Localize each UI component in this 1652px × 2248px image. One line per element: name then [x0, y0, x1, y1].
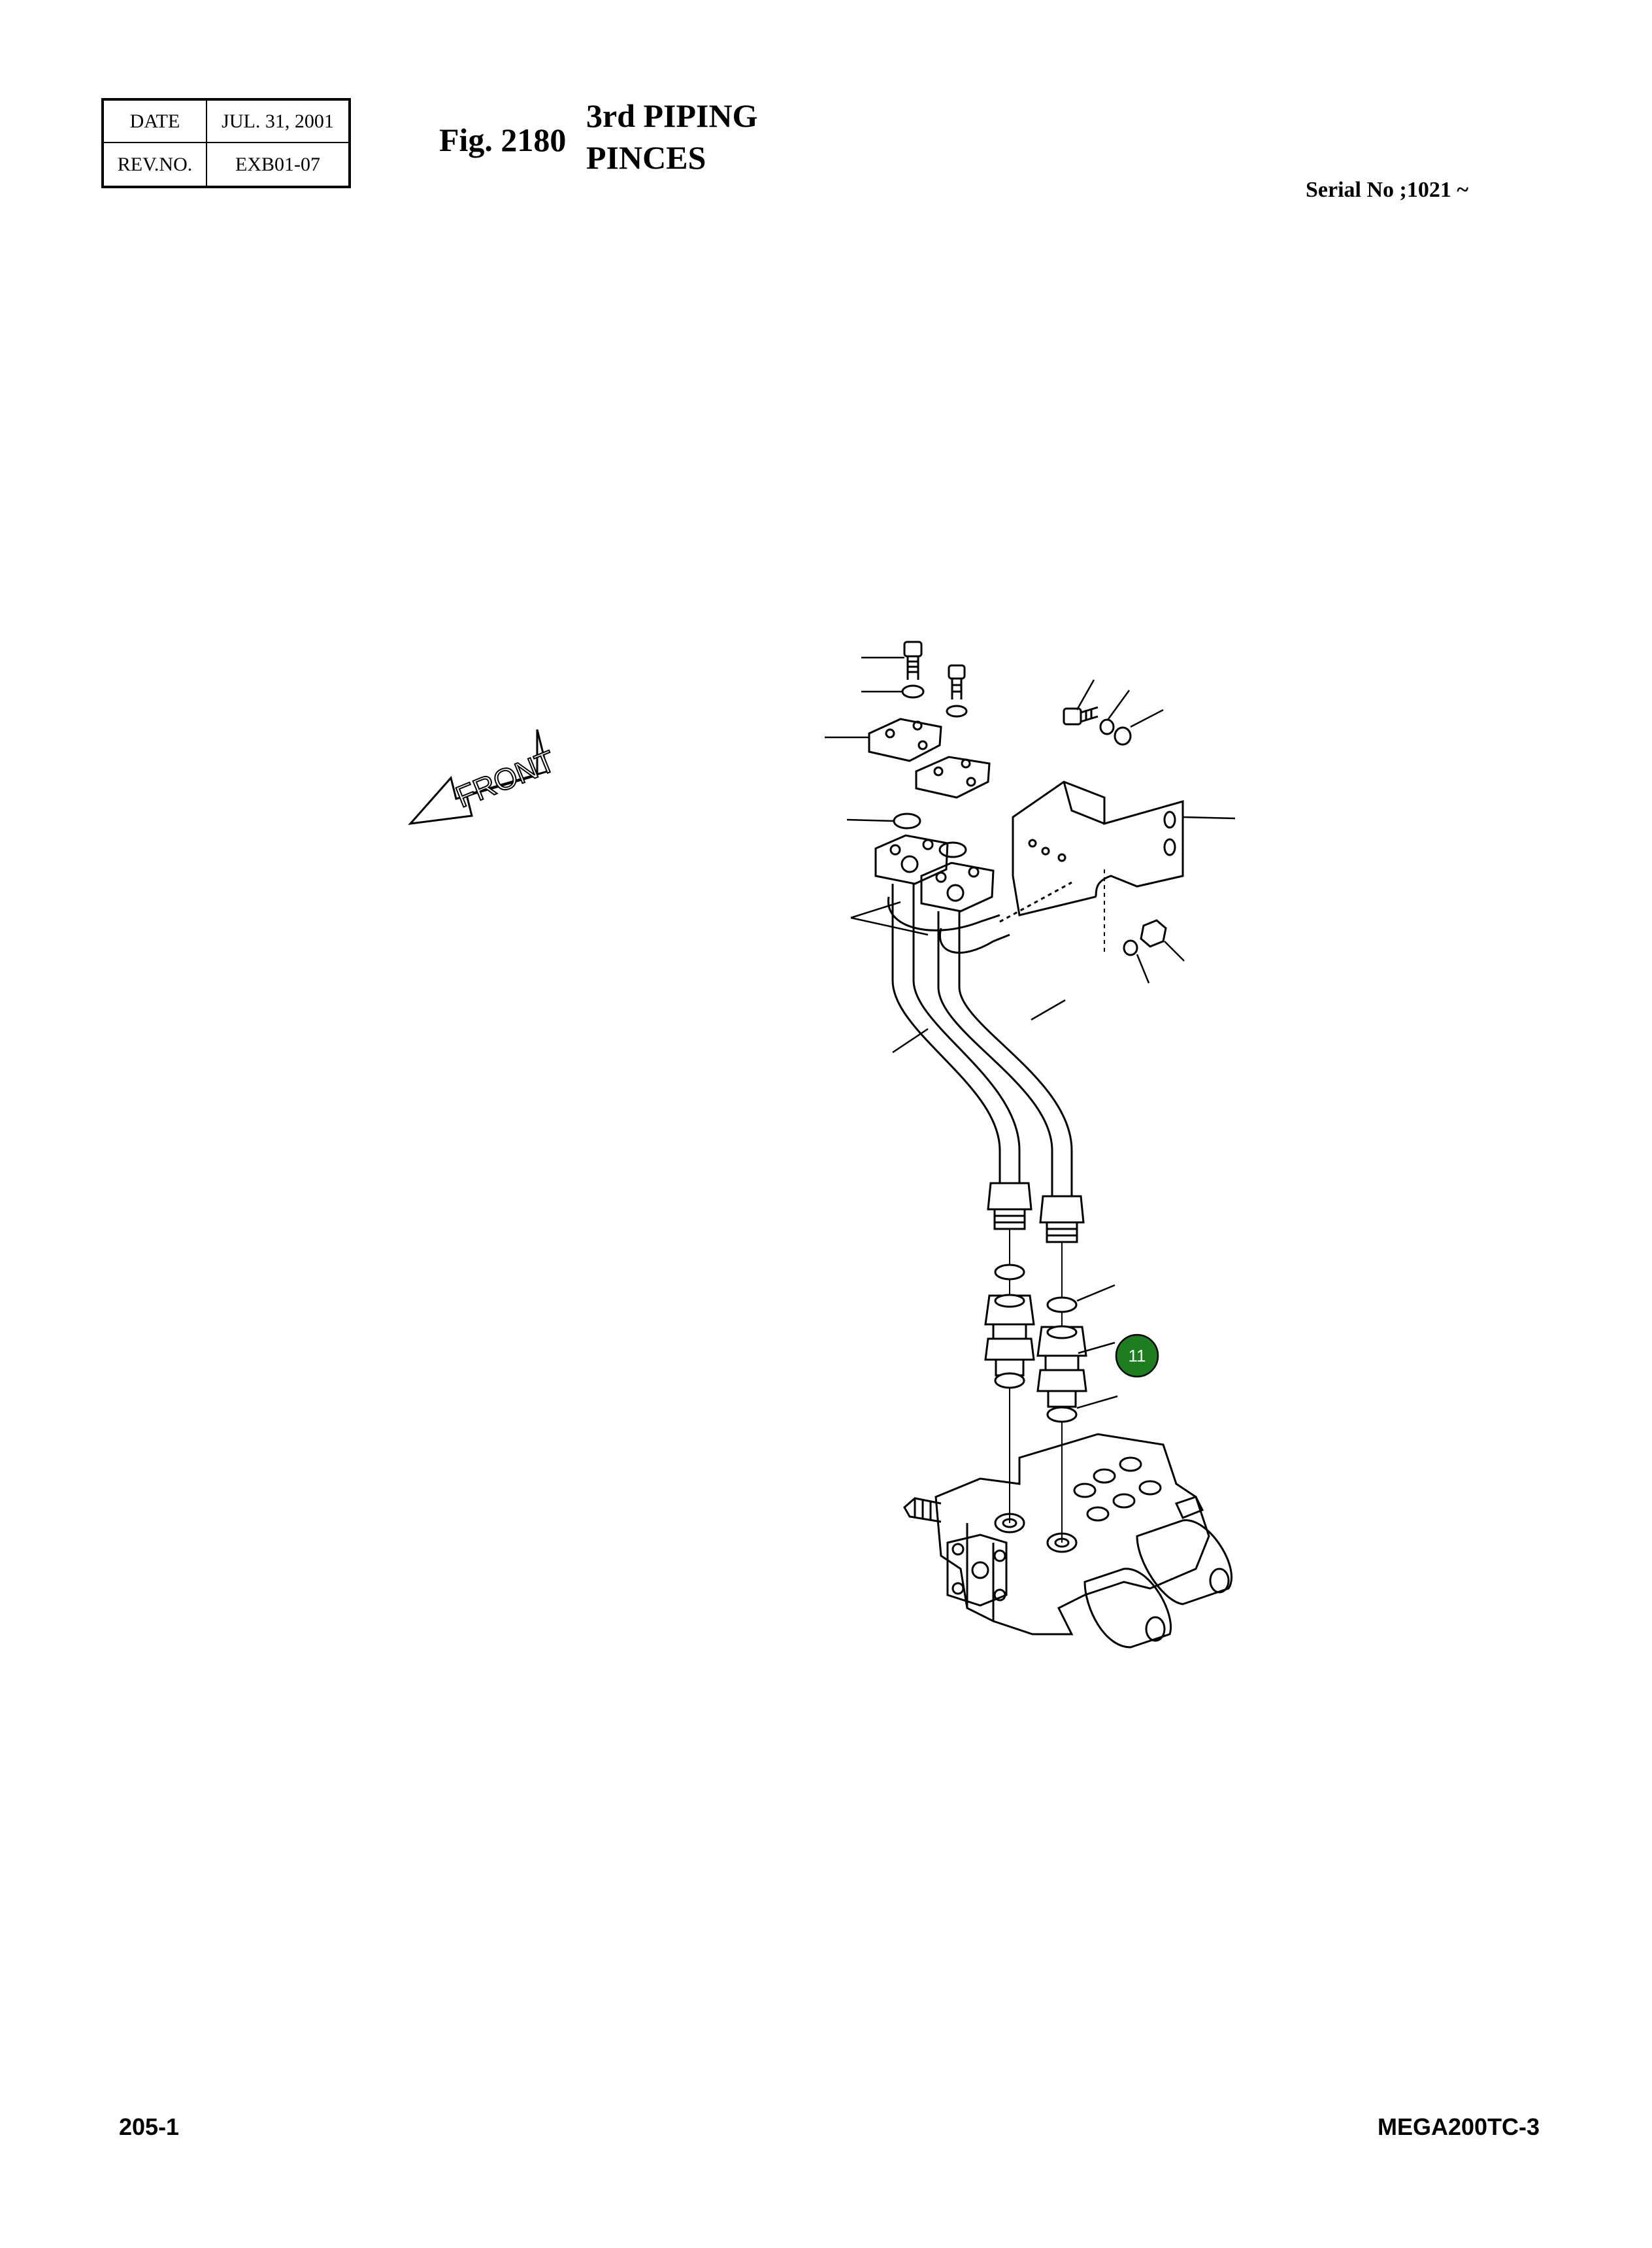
- bracket-bolt: [1063, 706, 1132, 746]
- o-ring-upper-right: [938, 841, 967, 858]
- adapter-left: [984, 1294, 1035, 1377]
- callout-11-label: 11: [1129, 1346, 1146, 1366]
- figure-title: 3rd PIPING PINCES: [586, 95, 758, 178]
- pipe-nut-left: [987, 1182, 1032, 1230]
- o-ring-lower-left: [994, 1372, 1025, 1389]
- leader-lines: [825, 656, 1236, 1409]
- bolt-right: [946, 664, 968, 718]
- date-label: DATE: [104, 101, 207, 143]
- pipe-right: [937, 911, 1073, 1196]
- bolt-left: [901, 641, 925, 699]
- control-valve: [903, 1433, 1233, 1649]
- figure-number: Fig. 2180: [439, 122, 567, 158]
- pipe-left: [891, 884, 1021, 1183]
- callout-11[interactable]: 11: [1115, 1334, 1159, 1378]
- flange-base-right: [920, 862, 995, 913]
- o-ring-mid-left: [994, 1264, 1025, 1281]
- u-bolt-threads: [980, 914, 1010, 943]
- adapter-right: [1036, 1325, 1087, 1408]
- o-ring-lower-right: [1046, 1406, 1078, 1423]
- u-bolt-centerline: [999, 881, 1072, 923]
- page-number: 205-1: [119, 2113, 180, 2140]
- title-line-2: PINCES: [586, 139, 706, 176]
- title-line-1: 3rd PIPING: [586, 97, 758, 134]
- flange-cap-left: [868, 718, 942, 762]
- o-ring-upper-left: [893, 813, 921, 830]
- rev-label: REV.NO.: [104, 143, 207, 186]
- revision-info-box: DATE JUL. 31, 2001 REV.NO. EXB01-07: [101, 98, 351, 188]
- flange-base-left: [874, 834, 949, 885]
- rev-value: EXB01-07: [235, 153, 320, 175]
- o-ring-mid-right: [1046, 1296, 1078, 1313]
- model-name: MEGA200TC-3: [1378, 2113, 1540, 2140]
- front-arrow-icon: FRONT: [408, 729, 561, 825]
- bracket-nut: [1104, 869, 1167, 956]
- date-value: JUL. 31, 2001: [207, 101, 348, 143]
- serial-number: Serial No ;1021 ~: [1306, 178, 1469, 202]
- u-bolt-clamp: [887, 896, 994, 954]
- flange-cap-right: [915, 756, 991, 799]
- pipe-nut-right: [1039, 1195, 1085, 1243]
- front-label: FRONT: [451, 744, 559, 814]
- mounting-bracket: [1012, 780, 1184, 916]
